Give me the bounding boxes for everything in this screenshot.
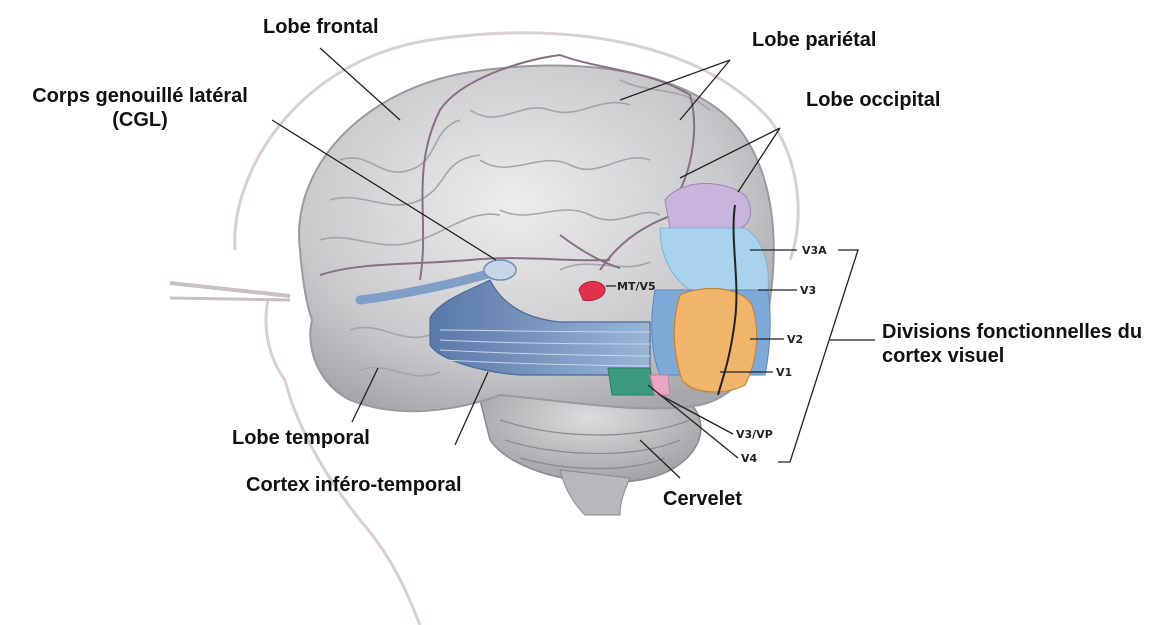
- lgn-nucleus: [484, 260, 516, 280]
- label-lobe-frontal: Lobe frontal: [263, 15, 379, 39]
- area-v1: [674, 288, 757, 392]
- label-cgl-line1: Corps genouillé latéral: [10, 84, 270, 108]
- area-v3a-upper: [665, 184, 750, 228]
- label-v3: V3: [800, 284, 816, 297]
- label-lobe-temporal: Lobe temporal: [232, 426, 370, 450]
- label-cgl-line2: (CGL): [10, 108, 270, 132]
- label-cortex-infero-temporal: Cortex inféro-temporal: [246, 473, 462, 497]
- label-v1: V1: [776, 366, 792, 379]
- label-mt-v5: MT/V5: [617, 280, 656, 293]
- label-v4: V4: [741, 452, 758, 465]
- label-lobe-parietal: Lobe pariétal: [752, 28, 876, 52]
- label-divisions-line1: Divisions fonctionnelles du: [882, 320, 1142, 344]
- label-divisions-visual-cortex: Divisions fonctionnelles du cortex visue…: [882, 320, 1142, 368]
- label-v2: V2: [787, 333, 803, 346]
- label-lobe-occipital: Lobe occipital: [806, 88, 940, 112]
- label-divisions-line2: cortex visuel: [882, 344, 1142, 368]
- label-v3vp: V3/VP: [736, 428, 773, 441]
- label-v3a: V3A: [802, 244, 827, 257]
- label-cervelet: Cervelet: [663, 487, 742, 511]
- label-cgl: Corps genouillé latéral (CGL): [10, 84, 270, 132]
- area-v4: [608, 368, 655, 395]
